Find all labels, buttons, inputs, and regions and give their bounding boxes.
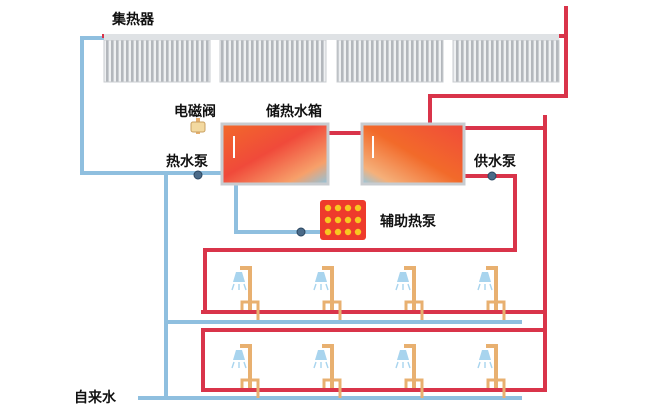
shower-unit [313, 266, 342, 320]
shower-unit [231, 344, 260, 398]
storage-tank-label: 储热水箱 [266, 104, 322, 120]
collector-panel-3 [336, 39, 444, 83]
cold-return-pipe [80, 36, 225, 175]
supply-pump-label: 供水泵 [474, 154, 516, 170]
supply-pump-icon [487, 171, 497, 181]
shower-riser [240, 344, 252, 388]
shower-mixer-pipe [404, 378, 424, 398]
shower-riser [486, 266, 498, 310]
solenoid-valve-label: 电磁阀 [174, 104, 216, 120]
shower-riser [404, 344, 416, 388]
valve-and-pumps [190, 121, 497, 240]
shower-mixer-pipe [240, 378, 260, 398]
storage-tanks [220, 122, 466, 186]
shower-unit [395, 344, 424, 398]
aux-heat-pump-dots [324, 204, 362, 236]
shower-head-icon [397, 272, 409, 282]
collector-panel-4 [452, 39, 560, 83]
shower-mixer-pipe [240, 300, 260, 320]
aux-heat-pump-label: 辅助热泵 [380, 214, 436, 230]
shower-mixer-pipe [486, 300, 506, 320]
shower-head-icon [397, 350, 409, 360]
supply-hot-lower [201, 310, 547, 392]
aux-heat-pump-unit [320, 200, 366, 240]
shower-unit [231, 266, 260, 320]
shower-mixer-pipe [322, 378, 342, 398]
shower-spray-icon [395, 361, 411, 369]
collector-hot-header [102, 6, 568, 38]
shower-head-icon [233, 350, 245, 360]
shower-spray-icon [231, 361, 247, 369]
shower-mixer-pipe [322, 300, 342, 320]
shower-riser [322, 266, 334, 310]
solar-collectors [103, 34, 560, 83]
shower-riser [486, 344, 498, 388]
hot-water-pump-label: 热水泵 [166, 154, 208, 170]
shower-head-icon [479, 350, 491, 360]
shower-unit [477, 266, 506, 320]
collector-panel-2 [219, 39, 327, 83]
collector-panel-1 [103, 39, 211, 83]
shower-mixer-pipe [404, 300, 424, 320]
solenoid-valve-icon [190, 121, 206, 133]
supply-hot-main [201, 115, 547, 314]
aux-loop-pipe [234, 182, 322, 234]
hot-water-pump-icon [193, 170, 203, 180]
shower-unit [395, 266, 424, 320]
shower-spray-icon [231, 283, 247, 291]
shower-units [231, 266, 506, 398]
shower-unit [313, 344, 342, 398]
shower-spray-icon [477, 283, 493, 291]
shower-spray-icon [395, 283, 411, 291]
supply-pump-line [203, 174, 517, 314]
shower-riser [240, 266, 252, 310]
storage-tank-right [360, 122, 466, 186]
aux-loop-pump-icon [296, 227, 306, 237]
shower-riser [322, 344, 334, 388]
shower-riser [404, 266, 416, 310]
collector-header-bar [104, 34, 559, 40]
shower-head-icon [315, 272, 327, 282]
shower-head-icon [315, 350, 327, 360]
collector-hot-down [428, 34, 568, 124]
shower-head-icon [479, 272, 491, 282]
shower-spray-icon [313, 283, 329, 291]
cold-water-main [138, 171, 168, 400]
storage-tank-left [220, 122, 330, 186]
shower-spray-icon [313, 361, 329, 369]
shower-mixer-pipe [486, 378, 506, 398]
shower-head-icon [233, 272, 245, 282]
collector-label: 集热器 [112, 12, 154, 28]
distribution-pipes [138, 115, 547, 400]
shower-unit [477, 344, 506, 398]
tap-water-label: 自来水 [74, 390, 116, 406]
shower-spray-icon [477, 361, 493, 369]
